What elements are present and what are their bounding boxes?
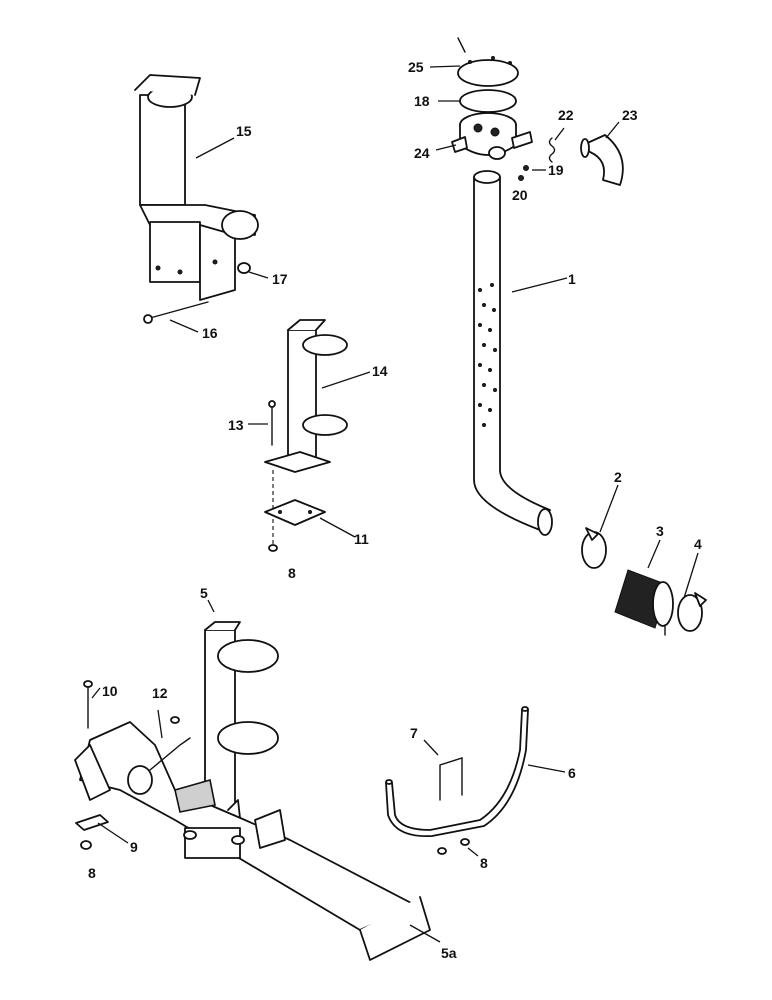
label-15: 15 — [236, 123, 252, 139]
part-15-bracket — [134, 74, 259, 301]
part-6-tube — [385, 706, 529, 838]
part-25-cap — [457, 37, 519, 87]
part-8-nut-left — [80, 840, 92, 850]
label-20: 20 — [512, 187, 528, 203]
part-12-ring — [127, 716, 191, 795]
label-9: 9 — [130, 839, 138, 855]
label-23: 23 — [622, 107, 638, 123]
part-5a-beam — [74, 721, 431, 961]
label-18: 18 — [414, 93, 430, 109]
label-8-upper: 8 — [288, 565, 296, 581]
part-24-manifold — [451, 112, 533, 160]
label-5a: 5a — [441, 945, 457, 961]
label-3: 3 — [656, 523, 664, 539]
label-10: 10 — [102, 683, 118, 699]
label-14: 14 — [372, 363, 388, 379]
part-8-nut-right — [437, 838, 470, 855]
part-17-nut — [237, 262, 251, 274]
label-4: 4 — [694, 536, 702, 552]
part-22-spring — [548, 137, 556, 163]
part-5-post — [204, 621, 279, 821]
label-7: 7 — [410, 725, 418, 741]
part-19-screw — [523, 165, 529, 171]
part-3-filter — [614, 569, 674, 629]
part-1-pipe — [473, 170, 553, 536]
part-20-nut — [518, 175, 524, 181]
part-8-nut-upper — [268, 544, 278, 552]
label-1: 1 — [568, 271, 576, 287]
label-8-right: 8 — [480, 855, 488, 871]
callout-labels: 1 2 3 4 5 5a 6 7 8 8 8 9 10 11 12 13 14 … — [88, 59, 702, 961]
part-2-clamp — [581, 527, 607, 569]
leader-lines — [91, 65, 699, 943]
label-8-left: 8 — [88, 865, 96, 881]
label-25: 25 — [408, 59, 424, 75]
part-16-bolt — [143, 301, 209, 324]
part-4-clamp — [664, 592, 707, 636]
label-13: 13 — [228, 417, 244, 433]
part-23-elbow — [580, 134, 624, 186]
label-22: 22 — [558, 107, 574, 123]
label-11: 11 — [354, 531, 369, 547]
part-18-gasket — [459, 89, 517, 113]
label-19: 19 — [548, 162, 564, 178]
label-6: 6 — [568, 765, 576, 781]
label-16: 16 — [202, 325, 218, 341]
part-7-ubolt — [439, 757, 463, 801]
label-5: 5 — [200, 585, 208, 601]
label-17: 17 — [272, 271, 288, 287]
label-12: 12 — [152, 685, 168, 701]
part-11-plate — [264, 499, 326, 526]
part-13-bolt — [268, 400, 276, 446]
part-9-plate — [75, 814, 109, 831]
label-24: 24 — [414, 145, 430, 161]
label-2: 2 — [614, 469, 622, 485]
part-14-post — [264, 319, 348, 473]
part-10-bolt — [83, 680, 93, 729]
